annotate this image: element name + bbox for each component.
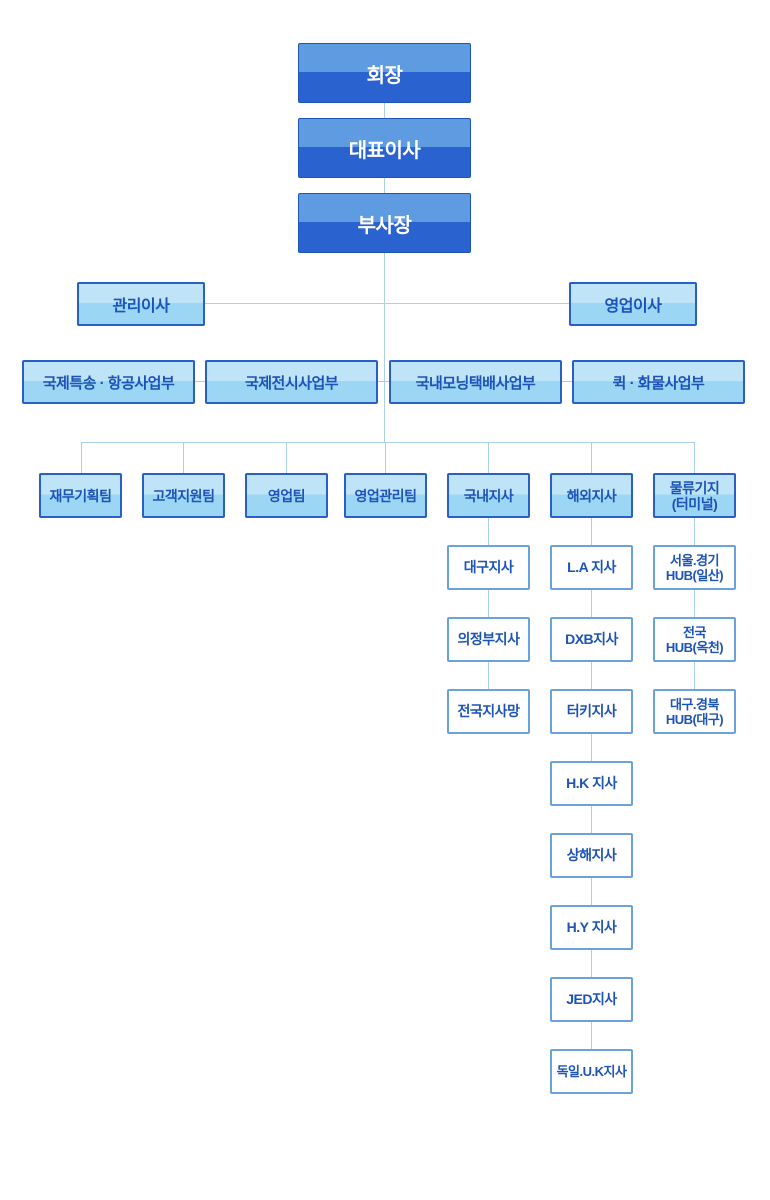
overseas-branch-box: 터키지사: [550, 689, 633, 734]
sales-director-box: 영업이사: [569, 282, 697, 326]
connector-domestic-column: [488, 518, 489, 690]
connector-teams-bar: [81, 442, 695, 443]
overseas-branch-box: JED지사: [550, 977, 633, 1022]
chairman-box: 회장: [298, 43, 471, 103]
connector-divisions: [194, 381, 572, 382]
division-box: 퀵 · 화물사업부: [572, 360, 745, 404]
connector-team-drop-3: [286, 442, 287, 473]
domestic-branch-box: 전국지사망: [447, 689, 530, 734]
connector-team-drop-2: [183, 442, 184, 473]
overseas-branch-box: 상해지사: [550, 833, 633, 878]
team-box: 재무기획팀: [39, 473, 122, 518]
team-box: 해외지사: [550, 473, 633, 518]
connector-team-drop-6: [591, 442, 592, 473]
logistics-base-box: 서울.경기 HUB(일산): [653, 545, 736, 590]
domestic-branch-box: 대구지사: [447, 545, 530, 590]
ceo-box: 대표이사: [298, 118, 471, 178]
connector-team-drop-1: [81, 442, 82, 473]
team-box: 영업관리팀: [344, 473, 427, 518]
connector-team-drop-5: [488, 442, 489, 473]
division-box: 국제특송 · 항공사업부: [22, 360, 195, 404]
division-box: 국제전시사업부: [205, 360, 378, 404]
team-box: 영업팀: [245, 473, 328, 518]
team-box: 고객지원팀: [142, 473, 225, 518]
connector-team-drop-4: [385, 442, 386, 473]
connector-directors: [204, 303, 570, 304]
domestic-branch-box: 의정부지사: [447, 617, 530, 662]
team-box: 국내지사: [447, 473, 530, 518]
team-box-logistics: 물류기지(터미널): [653, 473, 736, 518]
overseas-branch-box: H.Y 지사: [550, 905, 633, 950]
vice-president-box: 부사장: [298, 193, 471, 253]
overseas-branch-box: H.K 지사: [550, 761, 633, 806]
logistics-base-box: 대구.경북 HUB(대구): [653, 689, 736, 734]
division-box: 국내모닝택배사업부: [389, 360, 562, 404]
connector-logistics-column: [694, 518, 695, 690]
overseas-branch-box: L.A 지사: [550, 545, 633, 590]
logistics-base-box: 전국 HUB(옥천): [653, 617, 736, 662]
connector-main-trunk: [384, 102, 385, 442]
admin-director-box: 관리이사: [77, 282, 205, 326]
overseas-branch-box: 독일.U.K지사: [550, 1049, 633, 1094]
overseas-branch-box: DXB지사: [550, 617, 633, 662]
connector-team-drop-7: [694, 442, 695, 473]
